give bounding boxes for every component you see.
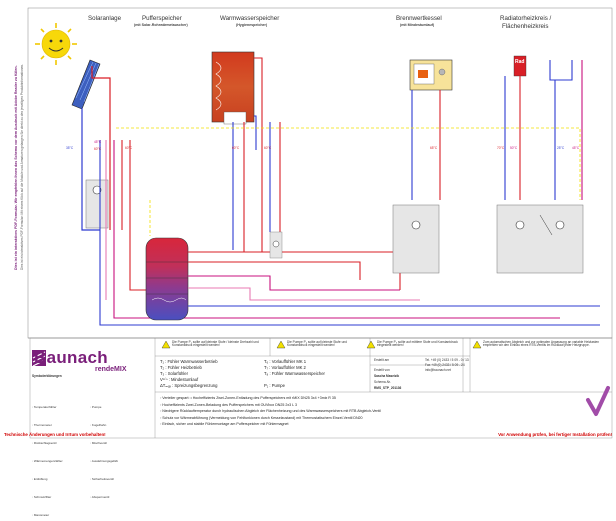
schema-drawing	[27, 7, 613, 439]
note-pump-3: Die Pumpe P₃ sollte auf mittlere Stufe u…	[377, 340, 458, 348]
legend-item: ◦ Schmutzfilter	[32, 495, 52, 499]
symbol-row: T₂ : Fühler Heizbetrieb T₇ : Vorlauffühle…	[160, 365, 368, 371]
brand-check-icon	[586, 386, 610, 416]
note-pump-1: Die Pumpe P₁ sollte auf kleinste Stufe /…	[172, 340, 259, 348]
legend-item: ◦ Absperrventil	[90, 495, 110, 499]
symbol-cell: T₆ : Vorlauffühler MK 1	[264, 359, 307, 364]
legend-title: Symbolerklärungen	[32, 374, 62, 378]
brand-name: Baunach	[34, 348, 108, 367]
temp-radiator-flow: 70°C	[497, 146, 505, 150]
tb-by: Sascha Maseizik	[374, 374, 400, 378]
symbol-row: Vᵐⁱⁿ : Mindestumlauf	[160, 377, 368, 383]
temp-solar-return: 35°C	[66, 146, 74, 150]
tb-date-label: Erstellt am	[374, 358, 390, 362]
variant-item: ◦ Verteiler gespart: • Hocheffizients Zw…	[160, 396, 336, 400]
solar-collector	[71, 59, 101, 110]
header-radiator-2: Flächenheizkreis	[502, 23, 549, 30]
header-solar: Solaranlage	[88, 15, 122, 22]
buffer-tank	[145, 237, 189, 321]
temp-floor-return: 25°C	[557, 146, 565, 150]
footer-disclaimer-left: Technische Änderungen und Irrtum vorbeha…	[4, 432, 106, 437]
tb-company-3: info@baunach.net	[425, 368, 451, 372]
variant-item: ◦ Niedrigere Rücklauftemperatur durch hy…	[160, 409, 382, 413]
warmwater-tank	[211, 51, 255, 125]
tb-nr: RMS_STP_201136	[374, 386, 402, 390]
symbol-cell: ΔTₘₐₓ : Spreizungsbegrenzung	[160, 383, 218, 388]
legend-item: ◦ Mischventil	[90, 441, 107, 445]
header-warmwasser-sub: (Hygienespeicher)	[236, 23, 268, 27]
header-puffer: Pufferspeicher	[142, 15, 182, 22]
header-brenn-sub: (mit Mindestumlauf)	[400, 23, 435, 27]
header-warmwasser: Warmwasserspeicher	[220, 15, 280, 22]
legend-item: ◦ Manometer	[32, 513, 50, 517]
legend-item: ◦ Pumpe	[90, 405, 102, 409]
temp-ww-flow: 60°C	[232, 146, 240, 150]
temp-boiler: 65°C	[430, 146, 438, 150]
hydraulic-schema: Solaranlage Pufferspeicher (mit Solar-Ro…	[4, 7, 613, 517]
temp-ww-flow-2: 60°C	[264, 146, 272, 150]
symbol-cell: T₂ : Fühler Heizbetrieb	[160, 365, 202, 370]
legend-item: ◦ Rückschlagventil	[32, 441, 57, 445]
footer-disclaimer-right: Vor Anwendung prüfen, bei fertiger Insta…	[498, 432, 612, 437]
variant-item: ◦ Hocheffizients Zwei-Zonen-Beladung des…	[160, 402, 298, 407]
brand-sub: rendeMIX	[95, 366, 127, 373]
header-brenn: Brennwertkessel	[396, 15, 442, 22]
boiler	[409, 59, 453, 91]
header-radiator-1: Radiatorheizkreis /	[500, 15, 552, 22]
variant-list: ◦ Verteiler gespart: • Hocheffizients Zw…	[160, 395, 580, 428]
legend-item: ◦ Thermometer	[32, 423, 52, 427]
symbol-cell: P₁ : Pumpe	[264, 383, 285, 388]
tb-by-label: Erstellt von	[374, 368, 390, 372]
symbol-cell: Vᵐⁱⁿ : Mindestumlauf	[160, 377, 199, 382]
tb-company-2: Fax +49 (0) 2433 / 5 09 - 24	[425, 363, 465, 367]
side-note-2: Dies ist ein interaktives PDF-Formular: …	[20, 63, 24, 270]
symbol-row: T₃ : Solarfühler T₈ : Fühler Warmwassersp…	[160, 371, 368, 377]
symbol-row: ΔTₘₐₓ : Spreizungsbegrenzung P₁ : Pumpe	[160, 383, 368, 389]
symbol-cell: T₇ : Vorlauffühler MK 2	[264, 365, 306, 370]
symbol-cell: T₈ : Fühler Warmwasserspeicher	[264, 371, 325, 376]
warning-triangle-icon	[161, 340, 482, 349]
legend-item: ◦ Ausdehnungsgefäß	[90, 459, 118, 463]
symbol-cell: T₁ : Fühler Warmwasserbetrieb	[160, 359, 218, 364]
legend-item: ◦ Temperaturfühler	[32, 405, 57, 409]
temp-solar-flow: 60°C	[94, 147, 102, 151]
solar-station	[85, 179, 109, 229]
brand-logo-icon	[32, 350, 46, 367]
note-rtb: Zum automatischen Abgleich und zur optim…	[483, 340, 600, 348]
symbol-table: T₁ : Fühler Warmwasserbetrieb T₆ : Vorlau…	[160, 359, 368, 389]
temp-solar-mid: 45°C	[94, 140, 102, 144]
symbol-row: T₁ : Fühler Warmwasserbetrieb T₆ : Vorlau…	[160, 359, 368, 365]
radiator-label: Rad	[515, 59, 525, 65]
legend-item: ◦ Wärmemengenzähler	[32, 459, 63, 463]
temp-floor-flow: 45°C	[572, 146, 580, 150]
note-pump-2: Die Pumpe P₂ sollte auf kleinste Stufe u…	[287, 340, 347, 348]
side-note-1: Dies ist ein interaktives PDF-Formular. …	[14, 65, 18, 270]
legend-item: ◦ Entlüftung	[32, 477, 48, 481]
legend-item: ◦ Sicherheitsventil	[90, 477, 114, 481]
mixing-station	[496, 204, 584, 274]
tb-nr-label: Schema-Nr.	[374, 380, 391, 384]
legend-list: ◦ Temperaturfühler ◦ Pumpe ◦ Thermometer ◦ …	[32, 395, 152, 521]
temp-puffer-flow: 60°C	[125, 146, 133, 150]
tb-company-1: Tel. +49 (0) 2433 / 5 09 - 0 / 13	[425, 358, 469, 362]
symbol-cell: T₃ : Solarfühler	[160, 371, 189, 376]
variant-item: ◦ Einfach, sicher und stabile Fühlermont…	[160, 422, 289, 426]
sun-icon	[35, 23, 77, 65]
boiler-station	[392, 204, 440, 274]
legend-item: ◦ Kugelhahn	[90, 423, 107, 427]
temp-radiator-return: 50°C	[510, 146, 518, 150]
variant-item: ◦ Schutz vor Wärmeabführung (Vermeidung …	[160, 415, 363, 420]
header-puffer-sub: (mit Solar-Rohrwärmetauscher)	[134, 23, 188, 27]
